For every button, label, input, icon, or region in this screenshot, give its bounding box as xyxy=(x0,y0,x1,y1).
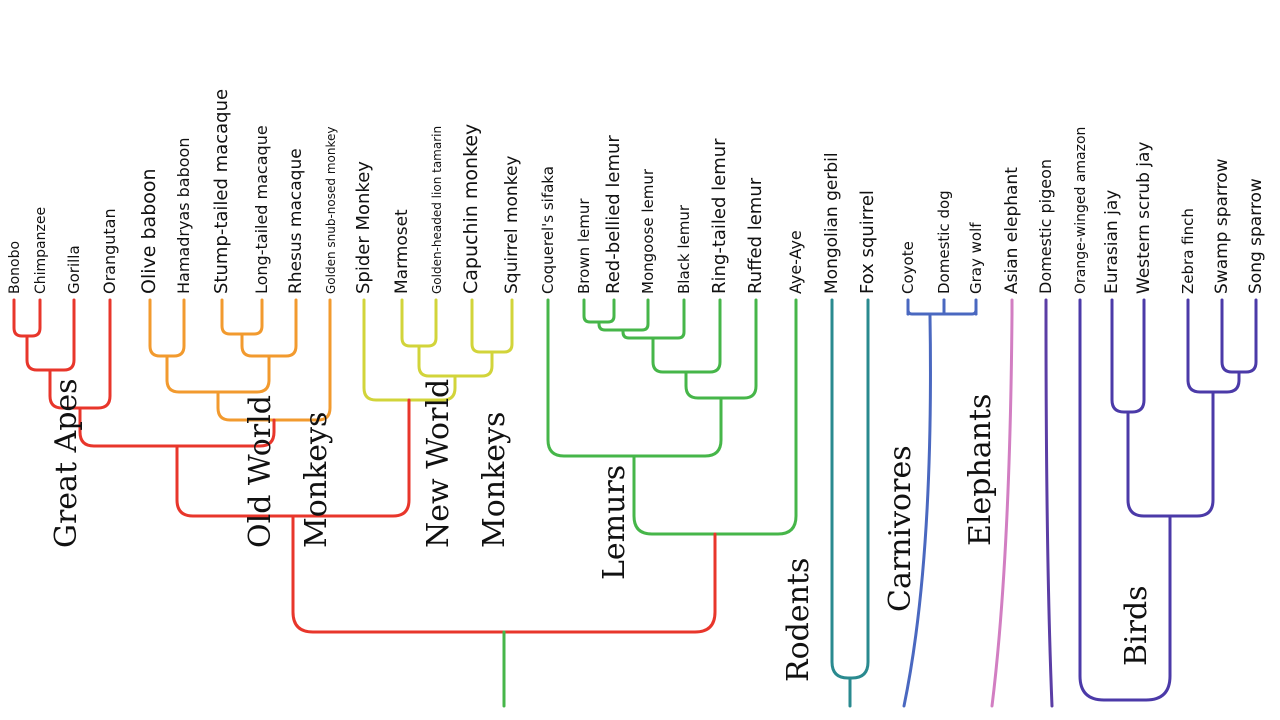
clade-join xyxy=(1220,312,1258,374)
clade-join xyxy=(651,312,722,374)
species-label: Golden snub-nosed monkey xyxy=(324,127,338,294)
species-label: Stump-tailed macaque xyxy=(211,89,232,294)
tree-branches xyxy=(12,298,1258,708)
species-label: Fox squirrel xyxy=(857,190,878,294)
clade-label: Birds xyxy=(1119,585,1154,666)
clade-join xyxy=(400,312,438,348)
species-label: Gorilla xyxy=(65,245,83,294)
species-label: Orange-winged amazon xyxy=(1073,127,1089,294)
species-label: Zebra finch xyxy=(1179,208,1197,294)
clade-label-line: Carnivores xyxy=(883,445,918,612)
species-label: Rhesus macaque xyxy=(286,148,306,294)
clade-label: Carnivores xyxy=(883,445,918,612)
clade-label-line: Lemurs xyxy=(597,465,632,580)
species-label: Capuchin monkey xyxy=(460,124,482,294)
clade-join xyxy=(12,312,42,338)
clade-join xyxy=(632,312,798,536)
species-label: Domestic dog xyxy=(935,190,953,294)
clade-label-line: Birds xyxy=(1119,585,1154,666)
clade-join xyxy=(220,312,264,336)
species-label: Marmoset xyxy=(392,209,412,294)
clade-join xyxy=(830,312,870,680)
species-label: Song sparrow xyxy=(1246,178,1266,294)
species-labels: Bonobo Chimpanzee Gorilla Orangutan Olive ba… xyxy=(7,89,1266,294)
clade-label-line: Monkeys xyxy=(477,412,512,548)
species-label: Long-tailed macaque xyxy=(252,125,271,294)
species-label: Black lemur xyxy=(675,204,693,294)
species-label: Olive baboon xyxy=(138,168,160,294)
clade-label: Elephants xyxy=(963,394,998,546)
species-label: Aye-Aye xyxy=(786,230,805,294)
species-label: Squirrel monkey xyxy=(502,156,522,294)
clade-join xyxy=(165,354,271,394)
species-label: Bonobo xyxy=(7,241,23,294)
clade-label: Old World Monkeys xyxy=(243,395,334,548)
species-label: Spider Monkey xyxy=(353,161,374,294)
clade-label-line: New World xyxy=(421,379,456,548)
group-labels: Great Apes Old World Monkeys New World Monke… xyxy=(49,378,1154,682)
clade-label: Lemurs xyxy=(597,465,632,580)
clade-join xyxy=(1078,312,1172,702)
species-label: Eurasian jay xyxy=(1102,190,1122,294)
clade-label-line: Great Apes xyxy=(49,378,84,548)
species-label: Mongoose lemur xyxy=(639,168,657,294)
species-label: Western scrub jay xyxy=(1134,142,1154,295)
clade-join xyxy=(621,312,686,340)
species-label: Ruffed lemur xyxy=(745,177,766,294)
species-label: Red-bellied lemur xyxy=(603,135,624,294)
clade-join xyxy=(546,312,723,458)
species-label: Chimpanzee xyxy=(33,207,49,294)
species-label: Coyote xyxy=(899,241,917,294)
clade-label-line: Rodents xyxy=(781,558,816,682)
clade-label-line: Old World xyxy=(243,395,278,548)
clade-join xyxy=(1186,312,1241,394)
clade-join xyxy=(148,312,186,358)
clade-label-line: Elephants xyxy=(963,394,998,546)
species-label: Domestic pigeon xyxy=(1036,159,1055,294)
clade-label: New World Monkeys xyxy=(421,379,512,548)
species-label: Mongolian gerbil xyxy=(822,152,842,294)
species-label: Golden-headed lion tamarin xyxy=(430,126,444,294)
stem-branch xyxy=(990,312,1014,708)
clade-join xyxy=(906,308,978,316)
stem-branch xyxy=(1044,312,1054,708)
species-label: Gray wolf xyxy=(967,222,985,294)
species-label: Coquerel's sifaka xyxy=(539,166,557,294)
species-label: Swamp sparrow xyxy=(1212,158,1232,294)
clade-label: Rodents xyxy=(781,558,816,682)
species-label: Orangutan xyxy=(100,208,119,294)
clade-join xyxy=(470,312,514,354)
clade-join xyxy=(25,312,76,372)
species-label: Ring-tailed lemur xyxy=(709,138,730,294)
species-label: Brown lemur xyxy=(575,198,593,294)
clade-join xyxy=(175,398,411,518)
clade-label: Great Apes xyxy=(49,378,84,548)
stem-branch xyxy=(902,314,932,708)
clade-join xyxy=(1110,312,1146,414)
species-label: Hamadryas baboon xyxy=(174,138,193,295)
clade-label-line: Monkeys xyxy=(299,412,334,548)
species-label: Asian elephant xyxy=(1002,167,1022,294)
